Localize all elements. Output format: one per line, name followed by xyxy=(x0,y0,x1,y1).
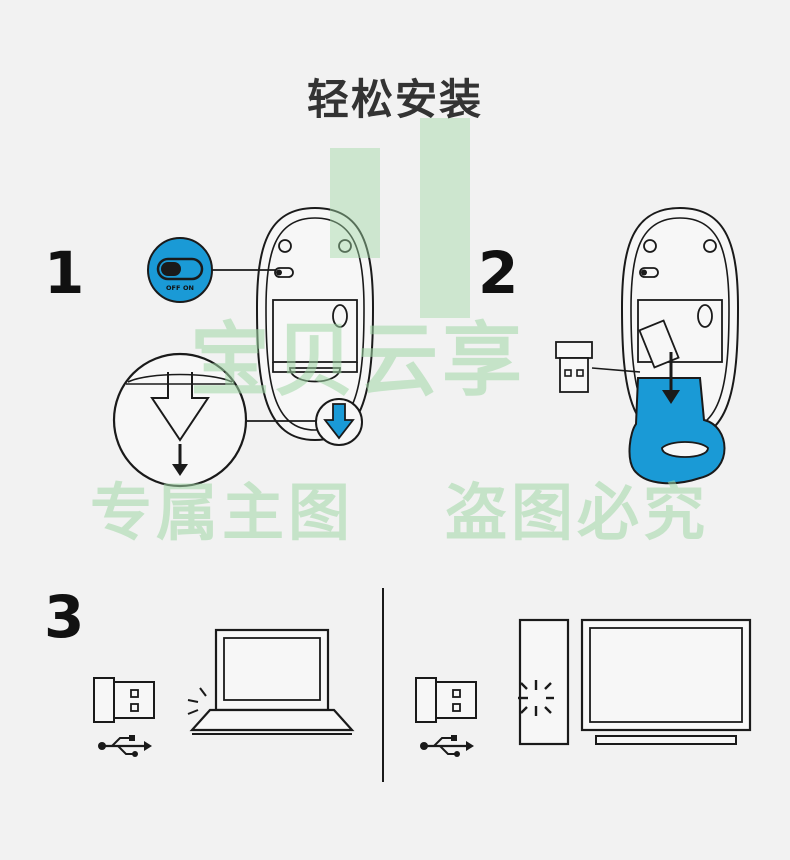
battery-door xyxy=(628,377,726,485)
step-number-2: 2 xyxy=(478,239,519,307)
step-number-1: 1 xyxy=(44,239,85,307)
laptop-icon xyxy=(187,628,355,735)
usb-symbol-icon-left xyxy=(98,735,152,757)
switch-off-label: OFF xyxy=(166,284,180,292)
usb-receiver-icon-right xyxy=(415,677,477,723)
desktop-tower-icon xyxy=(518,618,570,746)
power-switch-icon: OFF ON xyxy=(147,237,213,303)
battery-door-zoom xyxy=(112,352,248,488)
arrow-down-icon xyxy=(315,398,363,446)
step2-mouse xyxy=(621,207,739,441)
usb-receiver-icon xyxy=(555,341,641,393)
watermark-text-1: 宝贝云享 xyxy=(190,314,526,407)
watermark-text-3: 盗图必究 xyxy=(445,476,710,549)
switch-on-label: ON xyxy=(183,284,194,292)
watermark-logo xyxy=(330,118,470,318)
page-title: 轻松安装 xyxy=(306,75,483,124)
monitor-icon xyxy=(580,618,752,745)
step-number-3: 3 xyxy=(44,583,85,651)
step1-mouse xyxy=(256,207,374,441)
usb-receiver-icon-left xyxy=(93,677,155,723)
watermark-text-2: 专属主图 xyxy=(90,476,355,549)
usb-symbol-icon-right xyxy=(420,735,474,757)
